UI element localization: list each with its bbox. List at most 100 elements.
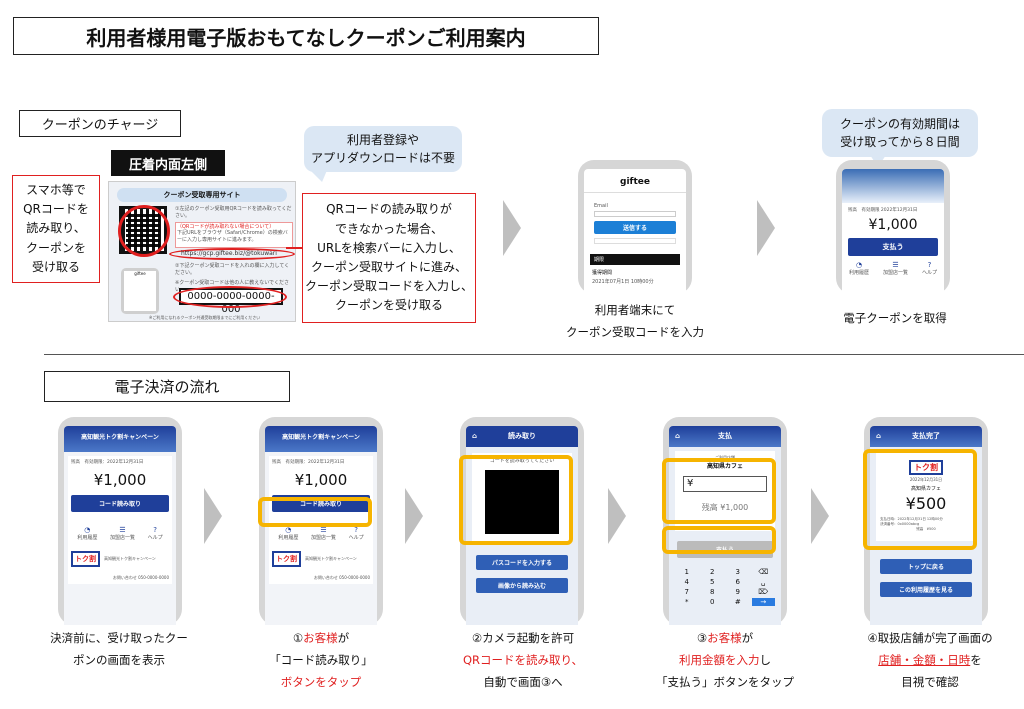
highlight-frame [662, 526, 776, 554]
key[interactable]: ⌦ [758, 588, 769, 597]
left-note-line: 受け取る [31, 259, 80, 274]
flyer-red-note: （QRコードが読み取れない場合について） [177, 224, 275, 230]
bubble-line: クーポンの有効期間は [839, 117, 960, 131]
step4-caption: ④取扱店舗が完了画面の 店舗・金額・日時を 目視で確認 [842, 628, 1018, 694]
step2-caption: ②カメラ起動を許可 QRコードを読み取り、 自動で画面③へ [440, 628, 606, 694]
amount-input[interactable]: ¥ [683, 476, 767, 493]
home-icon[interactable]: ⌂ [675, 432, 681, 440]
shop-label: ご利用店舗 [715, 455, 735, 461]
highlight-frame [459, 455, 573, 545]
history-nav[interactable]: ◔利用履歴 [848, 261, 869, 276]
period-value: 2021年07月1日 10時00分 [592, 279, 654, 285]
pay-bar: ⌂支払 [669, 426, 781, 448]
help-nav[interactable]: ?ヘルプ [921, 261, 937, 276]
arrow-right-icon [503, 200, 521, 256]
help-nav[interactable]: ?ヘルプ [348, 525, 364, 541]
key[interactable]: 9 [735, 588, 740, 597]
key[interactable]: 5 [710, 578, 715, 587]
key[interactable]: 8 [710, 588, 715, 597]
scanner-phone: ⌂読み取り コードを読み取ってください パスコードを入力する 画像から読み込む [460, 417, 584, 625]
step0-caption: 決済前に、受け取ったクー ポンの画面を表示 [36, 628, 202, 672]
key[interactable]: → [751, 598, 775, 607]
giftee-phone: giftee Email 送信する 期限 獲得期間 2021年07月1日 10時… [578, 160, 692, 294]
arrow-right-icon [204, 488, 222, 544]
tokuwari-logo: トク割 [909, 460, 943, 476]
done-date: 2022年12月31日 [909, 477, 943, 483]
email-input[interactable] [594, 211, 676, 217]
home-icon[interactable]: ⌂ [876, 432, 882, 440]
key[interactable]: 6 [735, 578, 740, 587]
phone1-caption: 利用者端末にて クーポン受取コードを入力 [560, 300, 710, 344]
qr-highlight-circle [118, 205, 170, 257]
campaign-bar: 高知観光トク割キャンペーン [265, 426, 377, 452]
key[interactable]: * [685, 598, 689, 607]
arrow-right-icon [757, 200, 775, 256]
key[interactable]: 3 [735, 568, 740, 577]
stores-nav[interactable]: ☰加盟店一覧 [109, 525, 135, 541]
sky-banner [842, 169, 944, 203]
keypad: 1 2 3 ⌫ 4 5 6 ␣ 7 8 9 ⌦ * 0 # → [675, 568, 775, 607]
flyer-url: https://gcp.giftee.biz/@tokuwari [181, 250, 277, 257]
key[interactable]: 2 [710, 568, 715, 577]
arrow-right-icon [811, 488, 829, 544]
scan-hint: コードを読み取ってください [489, 458, 555, 465]
balance-text: 残高 ¥1,000 [701, 503, 749, 513]
key[interactable]: # [734, 598, 741, 607]
key[interactable]: 1 [684, 568, 689, 577]
giftee-logo: giftee [620, 177, 650, 187]
flyer-footer: ※ご利用になれるクーポン共通受取期限までにご利用ください [149, 315, 261, 320]
flyer-step2: ②下記クーポン受取コードを入れの欄に入力してください。 [175, 263, 290, 276]
validity-bubble: クーポンの有効期間は 受け取ってから８日間 [822, 109, 978, 157]
stores-nav[interactable]: ☰加盟店一覧 [310, 525, 336, 541]
key[interactable]: 7 [684, 588, 689, 597]
done-info: 決済番号：0x0000abcg [880, 522, 920, 527]
caption-line: クーポン受取コードを入力 [566, 324, 704, 339]
period-label: 獲得期間 [592, 270, 613, 276]
flyer-step1: ①左記のクーポン受取用QRコードを読み取ってください。 [175, 206, 292, 219]
caption-line: 自動で画面③へ [483, 674, 563, 689]
balance-amount: ¥1,000 [93, 470, 147, 489]
done-info: 支払日時：2022年12月31日 12時00分 [880, 517, 943, 522]
key[interactable]: ⌫ [758, 568, 769, 577]
load-image-button[interactable]: 画像から読み込む [476, 578, 568, 594]
balance-amount: ¥1,000 [294, 470, 348, 489]
shop-name: 高知県カフェ [706, 463, 743, 471]
back-top-button[interactable]: トップに戻る [880, 559, 972, 575]
submit-button[interactable]: 送信する [594, 221, 676, 234]
code-read-button[interactable]: コード読み取り [71, 494, 169, 512]
note-line: QRコードの読み取りが [326, 202, 452, 217]
note-line: できなかった場合、 [334, 221, 443, 236]
tokuwari-logo: トク割 [71, 550, 100, 567]
key[interactable]: 4 [684, 578, 689, 587]
email-label: Email [594, 203, 608, 209]
pay-button[interactable]: 支払う [848, 238, 938, 256]
mini-phone: giftee [121, 268, 159, 314]
left-note-line: 読み取り、 [26, 221, 86, 236]
help-nav[interactable]: ?ヘルプ [147, 525, 163, 541]
stores-nav[interactable]: ☰加盟店一覧 [882, 261, 908, 276]
key[interactable]: 0 [710, 598, 715, 607]
balance-row: 残高 有効期限：2022年12月31日 [272, 459, 345, 465]
highlight-frame [863, 449, 977, 550]
view-history-button[interactable]: この利用履歴を見る [880, 582, 972, 598]
balance-amount: ¥1,000 [868, 217, 918, 233]
caption-line: ②カメラ起動を許可 [471, 631, 575, 645]
section-divider [44, 354, 1024, 355]
caption-line: ポンの画面を表示 [73, 652, 165, 667]
done-shop: 高知県カフェ [910, 486, 941, 493]
history-nav[interactable]: ◔利用履歴 [77, 525, 98, 541]
caption-line: 「コード読み取り」 [269, 652, 373, 667]
contact-text: お問い合わせ 050-0000-0000 [112, 574, 169, 580]
contact-text: お問い合わせ 050-0000-0000 [313, 574, 370, 580]
payment-section-label: 電子決済の流れ [44, 371, 290, 402]
history-nav[interactable]: ◔利用履歴 [278, 525, 299, 541]
flyer-step1b: 下記URLをブラウザ（Safari/Chrome）の検索バーに入力し専用サイトに… [177, 230, 288, 243]
done-phone: ⌂支払完了 トク割 2022年12月31日 高知県カフェ ¥500 支払日時：2… [864, 417, 988, 625]
note-line: クーポン受取コードを入力し、 [304, 279, 473, 294]
passcode-button[interactable]: パスコードを入力する [476, 555, 568, 571]
caption-line: ④取扱店舗が完了画面の [867, 631, 993, 645]
step1-caption: ①お客様が 「コード読み取り」 ボタンをタップ [238, 628, 404, 694]
key[interactable]: ␣ [761, 578, 766, 587]
home-icon[interactable]: ⌂ [472, 432, 478, 440]
note-line: クーポン受取サイトに進み、 [310, 260, 467, 274]
